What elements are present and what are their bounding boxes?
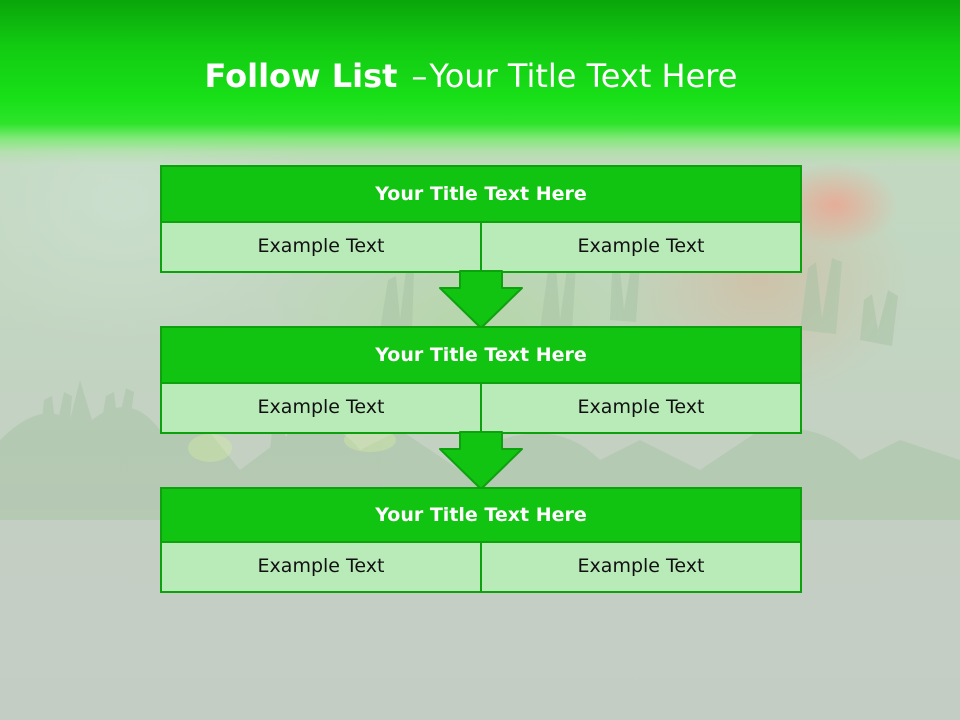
step-left-cell: Example Text	[162, 543, 480, 591]
step-block-3: Your Title Text Here Example Text Exampl…	[160, 487, 802, 593]
step-title: Your Title Text Here	[160, 326, 802, 384]
step-left-cell: Example Text	[162, 384, 480, 432]
down-arrow-icon	[439, 431, 523, 490]
title-rest-part: Your Title Text Here	[429, 57, 738, 95]
step-title: Your Title Text Here	[160, 487, 802, 543]
title-bold-part: Follow List	[204, 57, 398, 95]
step-block-1: Your Title Text Here Example Text Exampl…	[160, 165, 802, 273]
step-row: Example Text Example Text	[160, 223, 802, 273]
step-row: Example Text Example Text	[160, 384, 802, 434]
header-band	[0, 0, 960, 165]
step-right-cell: Example Text	[480, 223, 800, 271]
step-left-cell: Example Text	[162, 223, 480, 271]
step-row: Example Text Example Text	[160, 543, 802, 593]
step-block-2: Your Title Text Here Example Text Exampl…	[160, 326, 802, 434]
slide-title: Follow List–Your Title Text Here	[0, 52, 942, 100]
down-arrow-icon	[439, 270, 523, 329]
title-dash: –	[411, 57, 428, 95]
step-right-cell: Example Text	[480, 384, 800, 432]
step-title: Your Title Text Here	[160, 165, 802, 223]
step-right-cell: Example Text	[480, 543, 800, 591]
